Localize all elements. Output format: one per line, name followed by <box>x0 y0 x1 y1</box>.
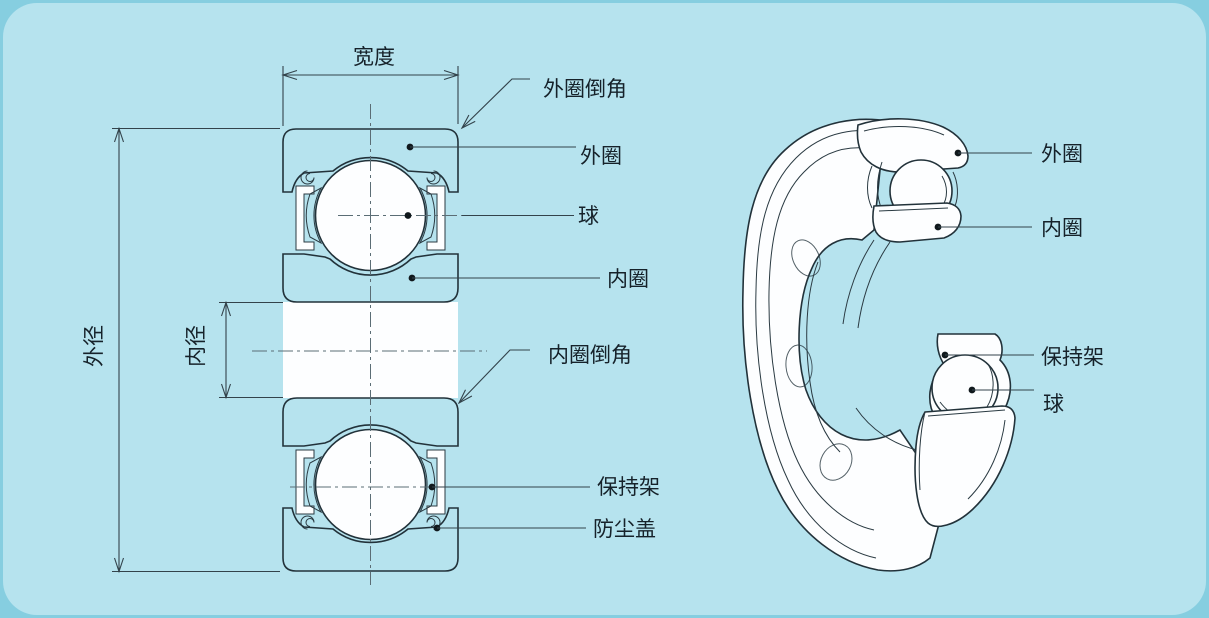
iso-cage-pockets <box>785 239 853 481</box>
shield-right <box>426 449 446 530</box>
dim-width-label: 宽度 <box>353 45 395 69</box>
callout-inner-ring-chamfer: 内圈倒角 <box>457 343 632 405</box>
callout-shield: 防尘盖 <box>433 517 656 541</box>
inner-ring-label: 内圈 <box>607 267 649 291</box>
cage-label: 保持架 <box>597 475 660 499</box>
inner-ring-section <box>282 397 459 447</box>
cage-section-left <box>305 186 323 245</box>
section-view: 宽度 外径 内径 外圈倒角 外圈 <box>82 45 660 585</box>
inner-ring-section <box>282 253 459 303</box>
callout-ball: 球 <box>404 204 599 228</box>
shield-left <box>295 170 315 251</box>
cage-section-right <box>418 455 436 514</box>
outer-ring-label: 外圈 <box>580 144 622 168</box>
cage-section-left <box>305 455 323 514</box>
iso-inner-ring-label: 内圈 <box>1041 216 1083 240</box>
ball-label: 球 <box>578 204 599 228</box>
iso-callout-cage: 保持架 <box>941 345 1104 369</box>
diagram-background <box>3 3 1206 615</box>
iso-callout-ball: 球 <box>968 386 1064 416</box>
cage-section-right <box>418 186 436 245</box>
iso-inner-ring-cut <box>872 202 962 243</box>
iso-outer-ring-label: 外圈 <box>1041 142 1083 166</box>
iso-wedge-block <box>914 405 1016 527</box>
dimension-width: 宽度 <box>281 45 460 126</box>
iso-wedge-contours <box>918 409 1006 500</box>
iso-outer-ring-cut-contour <box>863 126 945 136</box>
dimension-outer-diameter: 外径 <box>82 126 280 574</box>
iso-ring-body <box>741 118 941 572</box>
dim-outer-diameter-label: 外径 <box>82 325 106 367</box>
shield-left <box>295 449 315 530</box>
iso-callout-outer-ring: 外圈 <box>954 142 1083 166</box>
iso-callout-inner-ring: 内圈 <box>934 216 1083 240</box>
iso-ball-label: 球 <box>1043 392 1064 416</box>
dim-inner-diameter-label: 内径 <box>184 325 208 367</box>
iso-outer-ring-cut <box>856 118 969 173</box>
outer-ring-section <box>282 128 459 193</box>
outer-ring-chamfer-label: 外圈倒角 <box>543 77 627 101</box>
iso-inner-ring-cut-contour <box>878 207 949 212</box>
iso-contour-lines <box>755 130 918 559</box>
callout-outer-ring: 外圈 <box>406 143 622 168</box>
outer-ring-section <box>282 507 459 572</box>
shield-label: 防尘盖 <box>593 517 656 541</box>
iso-cage-label: 保持架 <box>1041 345 1104 369</box>
callout-inner-ring: 内圈 <box>408 267 649 291</box>
callout-cage: 保持架 <box>428 475 660 499</box>
callout-outer-ring-chamfer: 外圈倒角 <box>460 77 627 130</box>
iso-view: 外圈 内圈 保持架 球 <box>741 118 1104 572</box>
dimension-inner-diameter: 内径 <box>184 300 283 400</box>
shield-right <box>426 170 446 251</box>
inner-ring-chamfer-label: 内圈倒角 <box>548 343 632 367</box>
centerlines <box>252 104 487 585</box>
